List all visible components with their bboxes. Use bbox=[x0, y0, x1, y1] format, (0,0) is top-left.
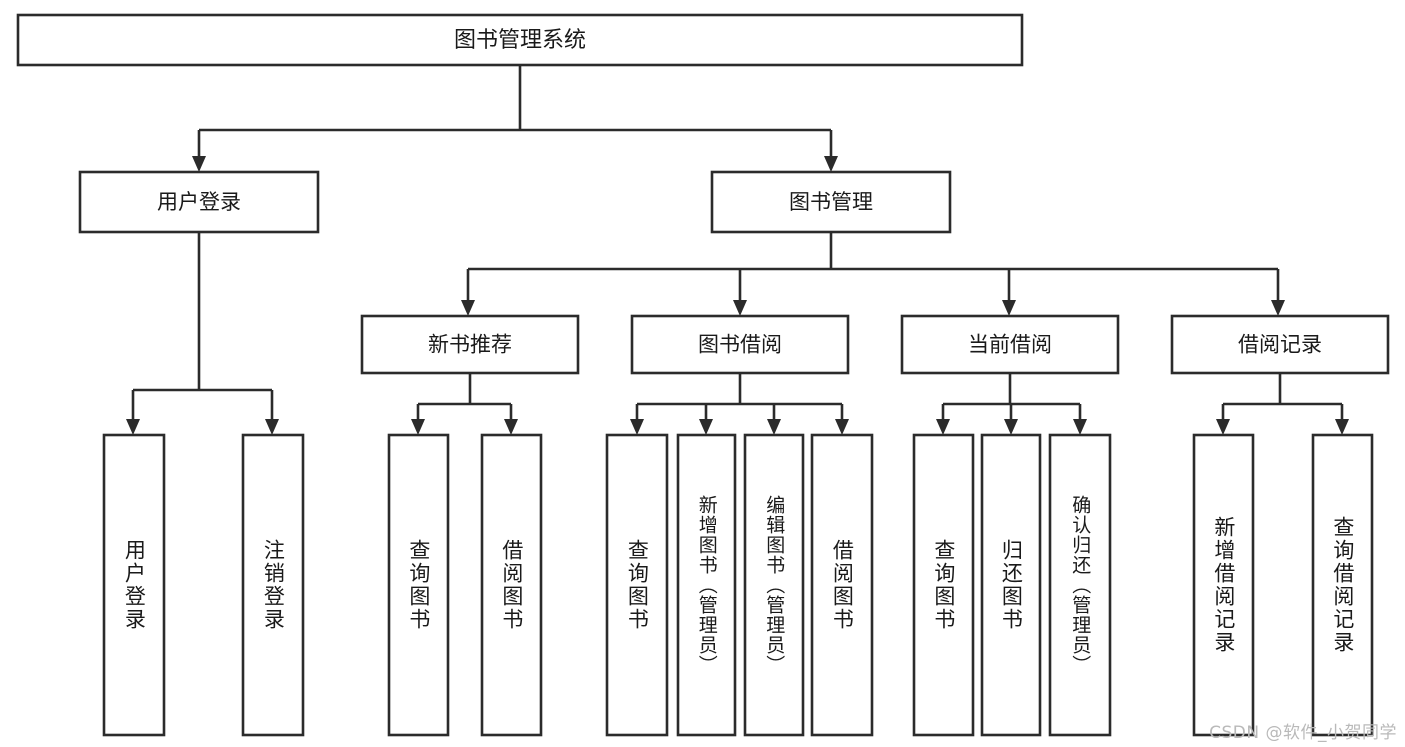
node-leaf-query-book-1-box[interactable] bbox=[387, 433, 450, 737]
borrow-record-drop-1-arrowhead bbox=[1335, 419, 1349, 435]
book-manage-drop-0-arrowhead bbox=[461, 300, 475, 316]
node-leaf-query-borrow-record-box[interactable] bbox=[1311, 433, 1374, 737]
node-leaf-logout-login-box[interactable] bbox=[241, 433, 305, 737]
current-borrow-drop-2-arrowhead bbox=[1073, 419, 1087, 435]
node-new-book-recommend-label: 新书推荐 bbox=[428, 333, 512, 357]
root-node-label: 图书管理系统 bbox=[454, 28, 586, 53]
node-book-manage-box[interactable] bbox=[710, 170, 952, 234]
user-login-drop-1-arrowhead bbox=[265, 419, 279, 435]
node-leaf-query-book-2-box[interactable] bbox=[605, 433, 669, 737]
book-borrow-drop-2-arrowhead bbox=[767, 419, 781, 435]
current-borrow-drop-1-arrowhead bbox=[1004, 419, 1018, 435]
book-manage-drop-1-arrowhead bbox=[733, 300, 747, 316]
book-borrow-drop-3-arrowhead bbox=[835, 419, 849, 435]
node-leaf-confirm-return-box[interactable] bbox=[1048, 433, 1112, 737]
book-manage-drop-3-arrowhead bbox=[1271, 300, 1285, 316]
node-leaf-add-borrow-record-box[interactable] bbox=[1192, 433, 1255, 737]
node-current-borrow-label: 当前借阅 bbox=[968, 333, 1052, 357]
root-drop-1-arrowhead bbox=[824, 156, 838, 172]
watermark: CSDN @软件_小贺同学 bbox=[1209, 723, 1397, 743]
node-user-login-label: 用户登录 bbox=[157, 190, 241, 214]
user-login-drop-0-arrowhead bbox=[126, 419, 140, 435]
root-node-box[interactable] bbox=[16, 13, 1024, 67]
node-leaf-user-login-box[interactable] bbox=[102, 433, 166, 737]
node-leaf-borrow-book-2-box[interactable] bbox=[810, 433, 874, 737]
node-leaf-add-book-box[interactable] bbox=[676, 433, 737, 737]
borrow-record-drop-0-arrowhead bbox=[1216, 419, 1230, 435]
root-drop-0-arrowhead bbox=[192, 156, 206, 172]
node-leaf-edit-book-box[interactable] bbox=[743, 433, 805, 737]
node-new-book-recommend-box[interactable] bbox=[360, 314, 580, 375]
book-borrow-drop-1-arrowhead bbox=[699, 419, 713, 435]
node-leaf-borrow-book-1-box[interactable] bbox=[480, 433, 543, 737]
new-book-recommend-drop-1-arrowhead bbox=[504, 419, 518, 435]
node-book-borrow-label: 图书借阅 bbox=[698, 333, 782, 357]
book-manage-drop-2-arrowhead bbox=[1002, 300, 1016, 316]
connector-layer bbox=[126, 65, 1349, 435]
node-book-manage-label: 图书管理 bbox=[789, 190, 873, 214]
node-user-login-box[interactable] bbox=[78, 170, 320, 234]
book-borrow-drop-0-arrowhead bbox=[630, 419, 644, 435]
new-book-recommend-drop-0-arrowhead bbox=[411, 419, 425, 435]
node-leaf-return-book-box[interactable] bbox=[980, 433, 1042, 737]
node-borrow-record-label: 借阅记录 bbox=[1238, 333, 1322, 357]
node-leaf-query-book-3-box[interactable] bbox=[912, 433, 975, 737]
current-borrow-drop-0-arrowhead bbox=[936, 419, 950, 435]
node-borrow-record-box[interactable] bbox=[1170, 314, 1390, 375]
node-book-borrow-box[interactable] bbox=[630, 314, 850, 375]
node-current-borrow-box[interactable] bbox=[900, 314, 1120, 375]
